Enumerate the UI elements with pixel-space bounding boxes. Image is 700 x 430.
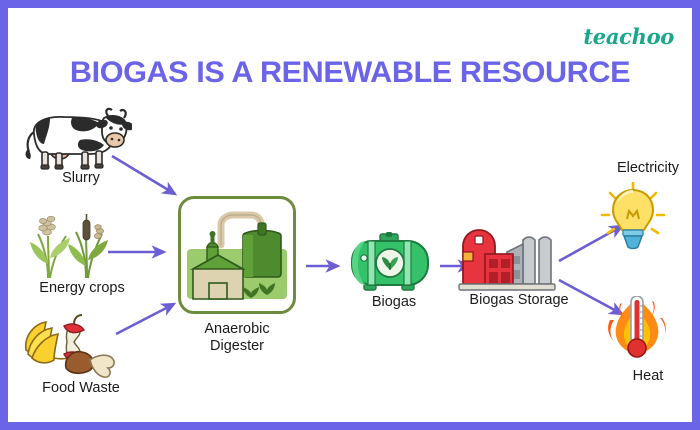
node-label-electricity: Electricity xyxy=(616,160,680,176)
digester-frame xyxy=(178,196,296,314)
node-label-storage: Biogas Storage xyxy=(469,292,569,308)
node-label-food-waste: Food Waste xyxy=(42,380,120,396)
node-label-energy-crops: Energy crops xyxy=(39,280,125,296)
node-biogas-storage[interactable]: Biogas Storage xyxy=(455,226,583,309)
node-biogas[interactable]: Biogas xyxy=(342,232,446,311)
node-label-biogas: Biogas xyxy=(371,294,417,310)
factory-icon xyxy=(455,226,583,292)
digester-label-line2: Digester xyxy=(210,338,264,355)
digester-label-line1: Anaerobic xyxy=(204,321,270,337)
node-energy-crops[interactable]: Energy crops xyxy=(18,214,146,297)
food-waste-icon xyxy=(18,314,144,380)
node-label-slurry: Slurry xyxy=(62,170,100,186)
node-label-heat: Heat xyxy=(632,368,664,384)
node-food-waste[interactable]: Food Waste xyxy=(18,314,144,397)
node-label-digester: Anaerobic Digester xyxy=(171,321,303,355)
infographic-canvas: teachoo BIOGAS IS A RENEWABLE RESOURCE xyxy=(8,8,692,422)
node-anaerobic-digester[interactable]: Anaerobic Digester xyxy=(171,196,303,355)
wheat-icon xyxy=(18,214,146,280)
teachoo-logo: teachoo xyxy=(583,24,674,49)
node-heat[interactable]: Heat xyxy=(596,296,692,385)
thermometer-flame-icon xyxy=(596,296,692,368)
page-title: BIOGAS IS A RENEWABLE RESOURCE xyxy=(69,56,631,89)
biogas-tank-icon xyxy=(342,232,446,294)
node-electricity[interactable]: Electricity xyxy=(596,160,692,253)
node-slurry[interactable]: Slurry xyxy=(20,104,142,187)
cow-icon xyxy=(20,104,142,170)
anaerobic-digester-icon xyxy=(181,199,293,311)
light-bulb-icon xyxy=(596,181,692,253)
